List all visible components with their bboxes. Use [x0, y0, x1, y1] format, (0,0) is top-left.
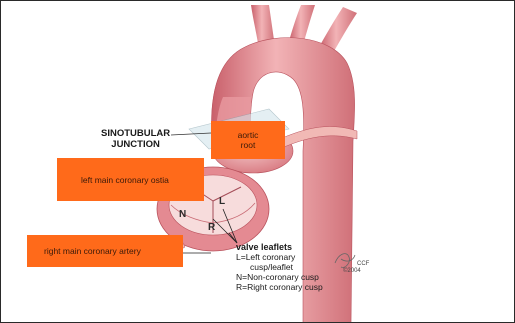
right-main-coronary-label: right main coronary artery — [44, 246, 141, 256]
legend-line-non: N=Non-coronary cusp — [236, 272, 323, 282]
legend-line-right: R=Right coronary cusp — [236, 282, 323, 292]
legend-title: valve leaflets — [236, 242, 323, 252]
valve-leaflets-legend: valve leaflets L=Left coronary cusp/leaf… — [236, 242, 323, 292]
leaflet-letter-r: R — [208, 222, 215, 233]
aortic-root-highlight: aortic root — [211, 121, 285, 159]
sinotubular-junction-label: SINOTUBULAR JUNCTION — [101, 128, 170, 150]
legend-line-left-cont: cusp/leaflet — [236, 262, 323, 272]
left-main-coronary-highlight: left main coronary ostia — [57, 158, 204, 201]
left-main-coronary-label: left main coronary ostia — [81, 175, 169, 185]
illustrator-signature: CCF ©2004 — [343, 261, 369, 275]
leaflet-letter-l: L — [219, 196, 225, 207]
aortic-root-label-line1: aortic — [238, 130, 259, 140]
legend-line-left: L=Left coronary — [236, 252, 323, 262]
right-main-coronary-highlight: right main coronary artery — [27, 235, 183, 267]
aortic-root-label-line2: root — [238, 140, 259, 150]
leaflet-letter-n: N — [179, 209, 186, 220]
